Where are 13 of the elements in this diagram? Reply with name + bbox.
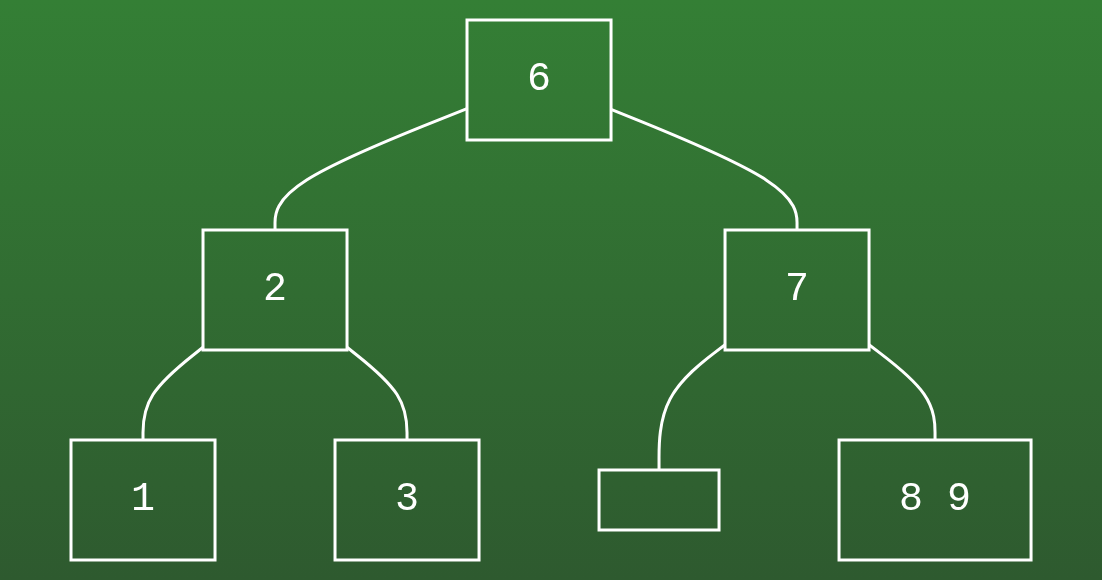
connector [657, 343, 726, 470]
node-box: 8 9 [837, 438, 1033, 562]
connector [346, 346, 409, 440]
node-box: 2 [201, 228, 349, 352]
node-box: 7 [723, 228, 871, 352]
node-box [597, 468, 721, 532]
connector [610, 107, 799, 230]
connector [141, 346, 204, 440]
node-box: 6 [465, 18, 613, 142]
connector [868, 343, 937, 440]
node-box: 1 [69, 438, 217, 562]
connector [273, 107, 468, 230]
node-box: 3 [333, 438, 481, 562]
